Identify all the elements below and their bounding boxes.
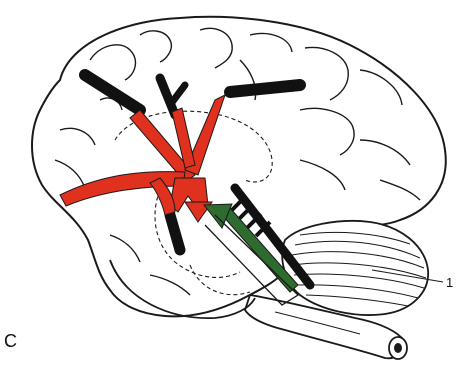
red-pathways [60,95,225,222]
panel-label: C [4,332,17,350]
callout-number: 1 [446,276,453,289]
cerebellum [282,221,428,315]
